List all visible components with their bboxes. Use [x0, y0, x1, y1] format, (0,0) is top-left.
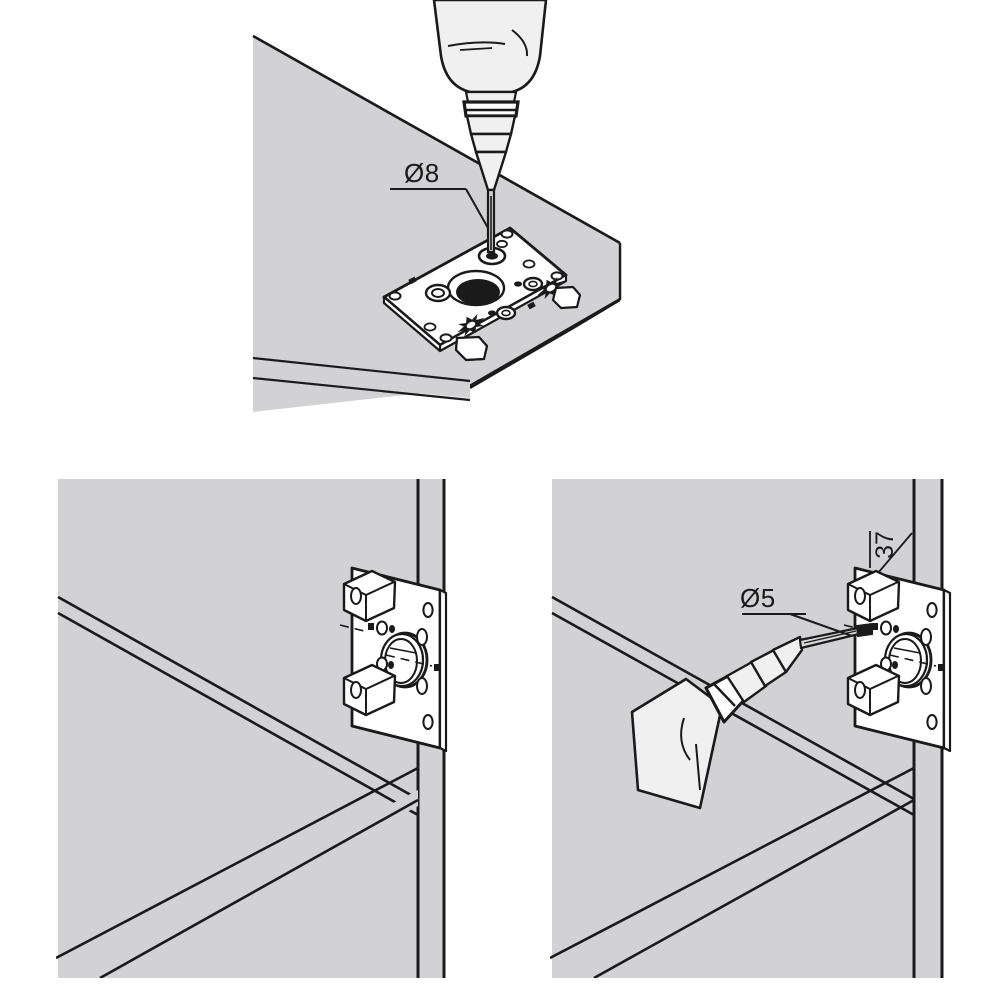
diameter-5-label: Ø5: [740, 583, 776, 613]
offset-37-annotation: 37: [869, 531, 915, 574]
diameter-8-label: Ø8: [404, 158, 440, 188]
top-panel-group: Ø8: [252, 0, 622, 412]
drill-top: [432, 0, 548, 254]
cabinet-side-panel-top-outline: [252, 34, 622, 412]
hex-nut-side-top: [551, 285, 582, 310]
diameter-8-annotation: Ø8: [390, 158, 489, 229]
offset-37-label: 37: [871, 531, 899, 559]
hex-nut-front-top: [454, 335, 489, 362]
star-washer-lower: [457, 313, 485, 337]
bottom-left-group: [56, 479, 448, 978]
hex-nut-upper-br: [846, 569, 901, 623]
cabinet-floor-lines-bl: [56, 766, 419, 978]
mounting-plate-top: [382, 226, 568, 353]
cabinet-bottom-shelf-bl: [58, 790, 418, 978]
bottom-right-group: Ø5 37: [550, 479, 952, 978]
hex-nut-lower-br: [846, 663, 901, 717]
diameter-5-annotation: Ø5: [740, 583, 853, 637]
hex-nut-upper-bl: [342, 569, 397, 623]
hex-nut-lower-bl: [342, 663, 397, 717]
cabinet-board-thickness: [252, 356, 471, 402]
star-washer-upper: [537, 276, 565, 300]
